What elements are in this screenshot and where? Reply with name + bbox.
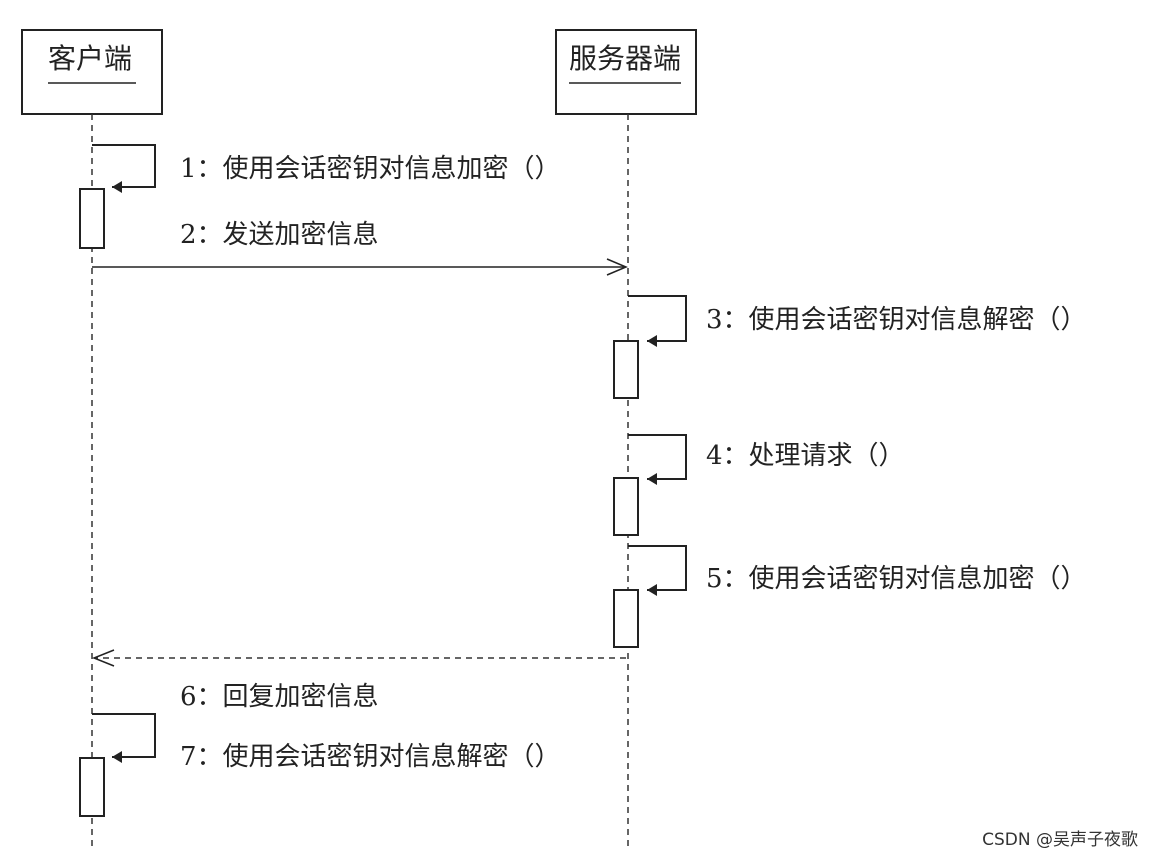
message-5-label: 5：使用会话密钥对信息加密（） xyxy=(706,564,1087,594)
activation-1 xyxy=(79,188,105,249)
self-call-3 xyxy=(628,295,687,347)
message-2-label: 2：发送加密信息 xyxy=(180,220,379,250)
message-4-label: 4：处理请求（） xyxy=(706,441,905,471)
watermark: CSDN @吴声子夜歌 xyxy=(982,830,1138,850)
self-call-5 xyxy=(628,545,687,596)
client-lifeline-box xyxy=(21,29,163,115)
message-1-label: 1：使用会话密钥对信息加密（） xyxy=(180,154,561,184)
client-label: 客户端 xyxy=(48,42,133,75)
message-3-label: 3：使用会话密钥对信息解密（） xyxy=(706,305,1087,335)
server-lifeline-box xyxy=(555,29,697,115)
activation-5 xyxy=(613,589,639,648)
message-7-label: 7：使用会话密钥对信息解密（） xyxy=(180,742,561,772)
activation-4 xyxy=(613,477,639,536)
message-2-arrowhead xyxy=(606,258,628,276)
self-call-4 xyxy=(628,434,687,485)
message-6-label: 6：回复加密信息 xyxy=(180,682,379,712)
activation-3 xyxy=(613,340,639,399)
message-6-arrowhead xyxy=(91,649,115,667)
self-call-1 xyxy=(92,144,156,193)
self-call-7 xyxy=(92,713,156,763)
activation-7 xyxy=(79,757,105,817)
server-label: 服务器端 xyxy=(569,42,682,75)
